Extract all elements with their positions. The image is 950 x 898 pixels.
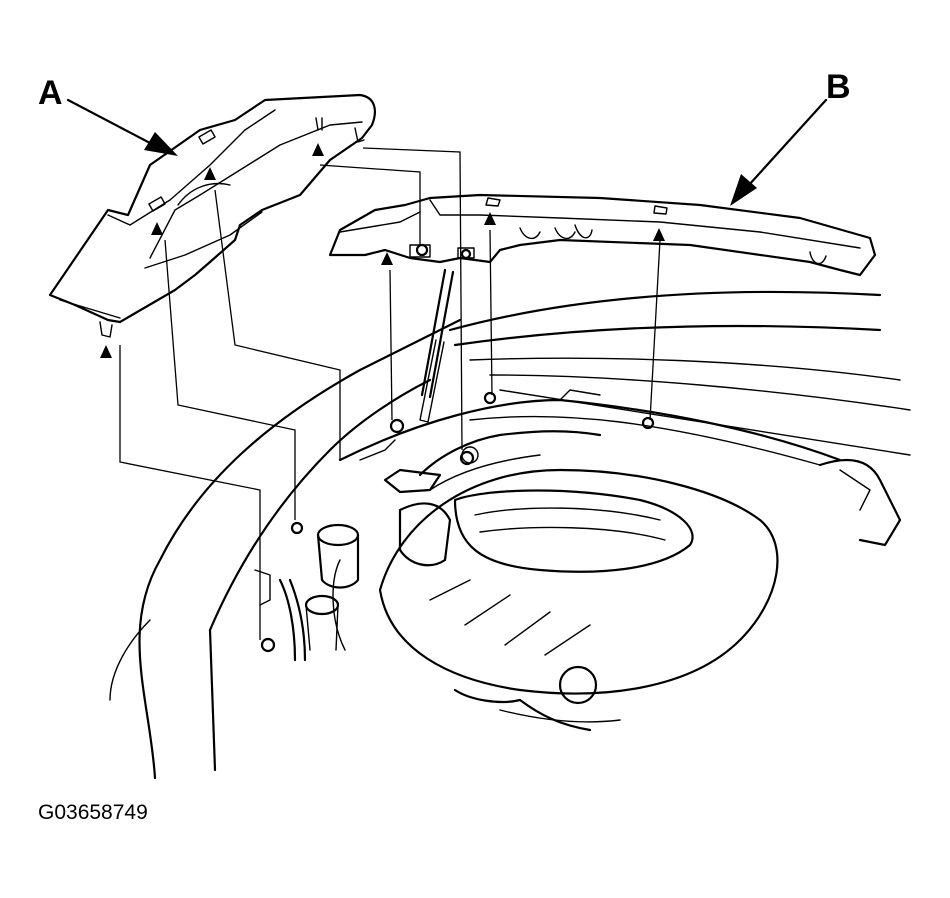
fender-outline bbox=[109, 318, 462, 780]
engine-components bbox=[254, 430, 871, 662]
alignment-arrowheads bbox=[100, 143, 665, 358]
leader-arrow-a bbox=[66, 98, 178, 156]
engine-cover bbox=[378, 468, 779, 732]
fasteners bbox=[260, 243, 655, 653]
callout-label-a: A bbox=[38, 74, 63, 112]
callout-label-b: B bbox=[826, 68, 851, 106]
cover-b-part bbox=[328, 193, 877, 277]
hood-strut bbox=[419, 268, 455, 423]
alignment-lines bbox=[119, 147, 661, 640]
figure-id-caption: G03658749 bbox=[38, 801, 148, 824]
cover-a-part bbox=[48, 93, 376, 338]
hood-outline bbox=[448, 290, 911, 456]
leader-arrow-b bbox=[730, 98, 828, 206]
cowl-area bbox=[338, 389, 902, 547]
